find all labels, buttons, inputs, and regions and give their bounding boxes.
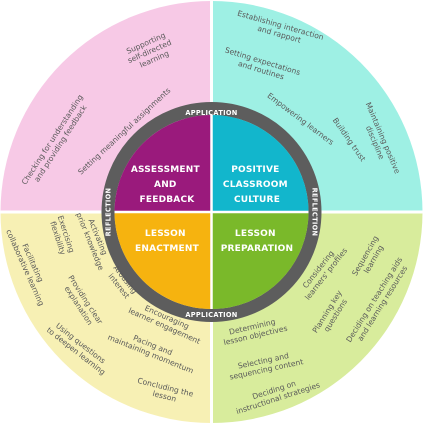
band-label-application-bottom: APPLICATION — [185, 311, 237, 319]
core-circle — [114, 115, 309, 309]
title-lesson-preparation: LESSON PREPARATION — [221, 229, 293, 254]
core-quadrant-assessment — [114, 115, 212, 212]
band-label-reflection-left: REFLECTION — [105, 188, 113, 237]
core-quadrant-culture — [211, 115, 309, 212]
title-assessment-feedback: ASSESSMENT AND FEEDBACK — [131, 165, 203, 205]
band-label-reflection-right: REFLECTION — [311, 188, 319, 237]
core-quadrant-enactment — [114, 212, 212, 309]
application-reflection-band — [101, 102, 322, 322]
title-positive-classroom-culture: POSITIVE CLASSROOM CULTURE — [223, 165, 291, 205]
title-lesson-enactment: LESSON ENACTMENT — [135, 229, 200, 254]
core-quadrant-preparation — [211, 212, 309, 309]
band-label-application-top: APPLICATION — [185, 109, 237, 117]
